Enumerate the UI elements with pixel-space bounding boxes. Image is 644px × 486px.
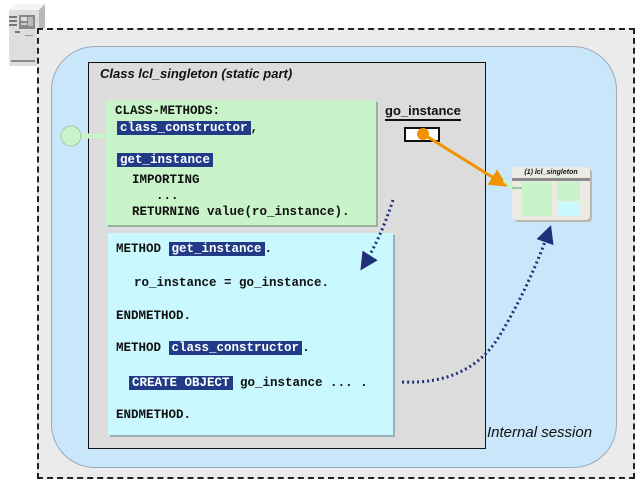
reference-arrow [417, 128, 522, 191]
class-constructor-highlight: class_constructor [117, 121, 251, 135]
returning-clause: RETURNING value(ro_instance). [132, 205, 350, 219]
method-keyword: METHOD [116, 242, 162, 256]
create-object-arrow [401, 225, 554, 384]
class-definition-box: CLASS-METHODS: class_constructor, get_in… [106, 100, 376, 225]
ellipsis: ... [156, 189, 179, 203]
method-keyword: METHOD [116, 341, 162, 355]
create-object-highlight: CREATE OBJECT [129, 376, 233, 390]
return-instance-arrow [360, 199, 395, 271]
instance-private-section [557, 202, 580, 216]
create-object-line: CREATE OBJECT go_instance ... . [129, 376, 368, 391]
instance-title-divider [512, 178, 590, 181]
endmethod-keyword: ENDMETHOD. [116, 408, 192, 422]
instance-protected-section [557, 182, 580, 201]
instance-public-section [522, 182, 552, 216]
class-constructor-highlight: class_constructor [168, 341, 303, 355]
endmethod-keyword: ENDMETHOD. [116, 309, 192, 323]
class-methods-keyword: CLASS-METHODS: [115, 104, 221, 118]
create-object-target: go_instance ... . [240, 376, 368, 390]
get-instance-declaration: get_instance [117, 153, 214, 168]
class-constructor-declaration: class_constructor, [117, 121, 258, 136]
get-instance-highlight: get_instance [168, 242, 265, 256]
period: . [264, 242, 273, 256]
public-interface-connector [60, 125, 108, 147]
class-title: Class lcl_singleton (static part) [100, 66, 293, 81]
singleton-instance-object: (1) lcl_singleton [512, 167, 590, 220]
period: . [302, 341, 310, 355]
static-attribute-label: go_instance [385, 103, 461, 121]
importing-keyword: IMPORTING [132, 173, 200, 187]
internal-session-label: Internal session [487, 424, 593, 441]
method-get-instance-line: METHOD get_instance. [116, 242, 272, 257]
method-class-constructor-line: METHOD class_constructor. [116, 341, 310, 356]
comma: , [250, 121, 259, 135]
get-instance-highlight: get_instance [117, 153, 214, 167]
instance-title: (1) lcl_singleton [524, 169, 578, 176]
class-implementation-box: METHOD get_instance. ro_instance = go_in… [108, 233, 393, 435]
assignment-line: ro_instance = go_instance. [134, 276, 330, 290]
